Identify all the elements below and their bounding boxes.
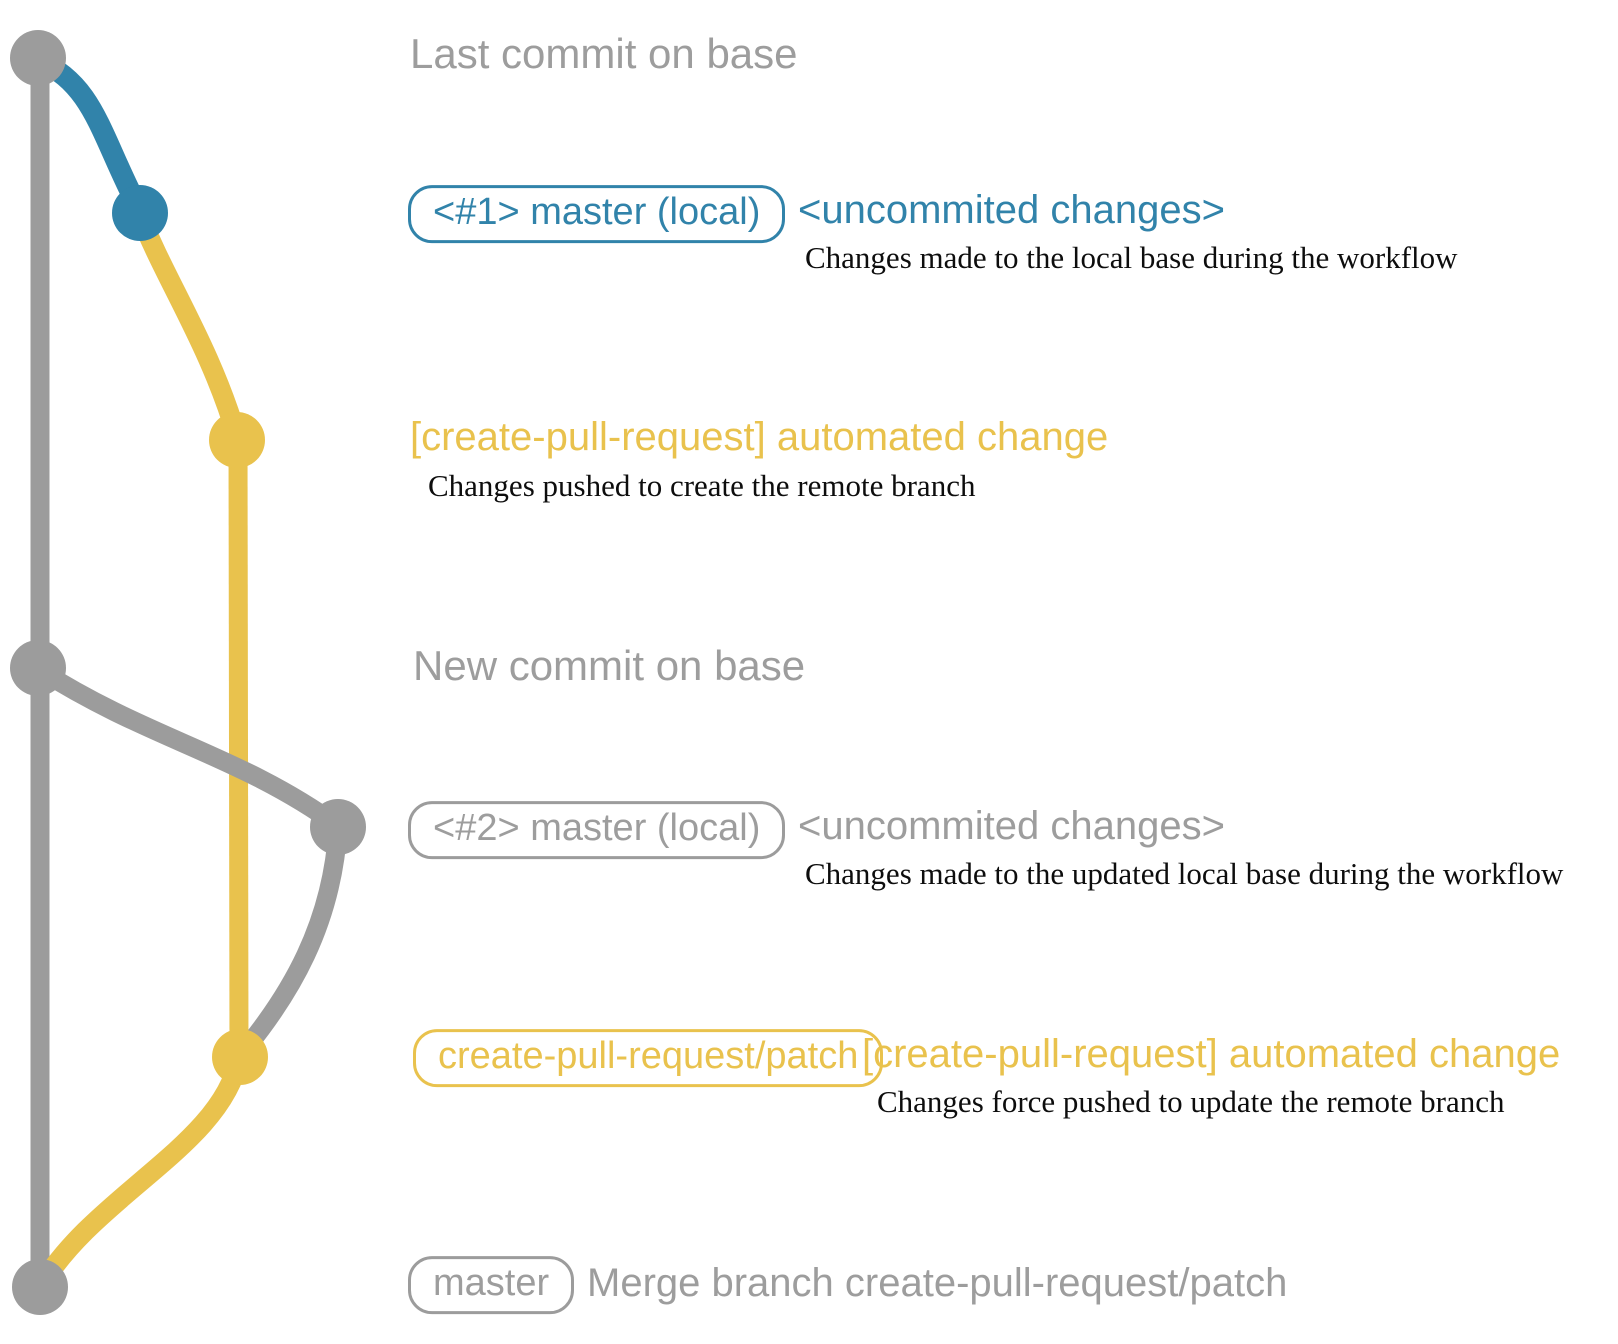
branch-badge-local-2: <#2> master (local): [408, 801, 786, 859]
updated-local-to-patch-curve: [232, 818, 348, 1063]
updated-local-branch-curve: [30, 660, 348, 836]
commit-message-patch-2: [create-pull-request] automated change: [862, 1032, 1561, 1076]
branch-badge-patch: create-pull-request/patch: [413, 1029, 884, 1087]
badge-wrap-local-1: <#1> master (local): [408, 185, 786, 243]
badge-wrap-master: master: [408, 1256, 575, 1314]
patch-merge-curve: [31, 1048, 249, 1296]
commit-node-merge: [12, 1259, 68, 1315]
badge-wrap-patch: create-pull-request/patch: [413, 1029, 884, 1087]
commit-node-local-2: [310, 799, 366, 855]
patch-branch-line: [228, 436, 249, 1058]
commit-node-patch-2: [212, 1029, 268, 1085]
commit-node-last-base: [10, 30, 66, 86]
description-local-1: Changes made to the local base during th…: [805, 239, 1458, 275]
badge-wrap-local-2: <#2> master (local): [408, 801, 786, 859]
commit-message-local-1: <uncommited changes>: [798, 188, 1225, 232]
local-changes-branch-curve: [27, 49, 151, 222]
description-patch-2: Changes force pushed to update the remot…: [877, 1083, 1505, 1119]
patch-branch-curve: [130, 205, 247, 447]
branch-badge-local-1: <#1> master (local): [408, 185, 786, 243]
commit-node-local-1: [112, 185, 168, 241]
label-new-commit-on-base: New commit on base: [413, 641, 806, 689]
description-local-2: Changes made to the updated local base d…: [805, 855, 1564, 891]
description-patch-1: Changes pushed to create the remote bran…: [428, 467, 976, 503]
branch-badge-master: master: [408, 1256, 575, 1314]
commit-message-patch-1: [create-pull-request] automated change: [410, 415, 1109, 459]
label-last-commit-on-base: Last commit on base: [410, 29, 798, 77]
commit-message-merge: Merge branch create-pull-request/patch: [587, 1261, 1288, 1305]
commit-node-patch-1: [209, 412, 265, 468]
commit-node-new-base: [10, 640, 66, 696]
commit-message-local-2: <uncommited changes>: [798, 804, 1225, 848]
